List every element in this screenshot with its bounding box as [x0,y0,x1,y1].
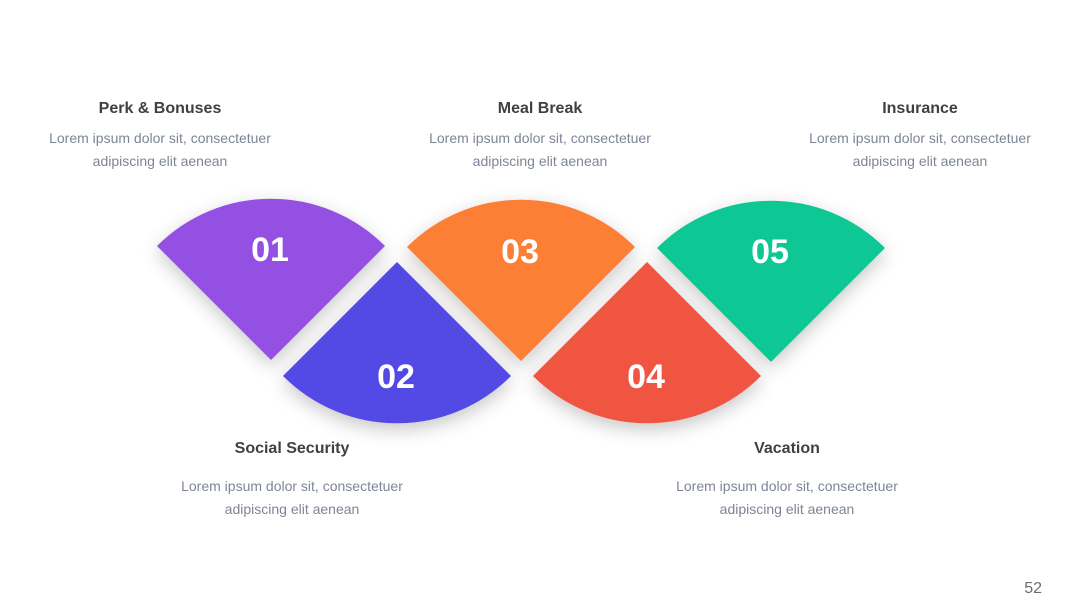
caption-description: Lorem ipsum dolor sit, consectetuer adip… [637,475,937,521]
caption-title: Insurance [882,100,958,117]
caption-description: Lorem ipsum dolor sit, consectetuer adip… [390,127,690,173]
caption-perk-bonuses: Perk & Bonuses Lorem ipsum dolor sit, co… [10,99,310,173]
page-number: 52 [1024,580,1042,597]
caption-description-line: Lorem ipsum dolor sit, consectetuer [49,130,271,146]
sector-01-number: 01 [251,231,289,269]
caption-description-line: Lorem ipsum dolor sit, consectetuer [429,130,651,146]
caption-description-line: Lorem ipsum dolor sit, consectetuer [809,130,1031,146]
caption-social-security: Social Security Lorem ipsum dolor sit, c… [142,439,442,521]
caption-description: Lorem ipsum dolor sit, consectetuer adip… [10,127,310,173]
caption-description-line: adipiscing elit aenean [719,501,855,517]
sector-04-number: 04 [627,358,665,396]
caption-description-line: Lorem ipsum dolor sit, consectetuer [181,478,403,494]
sector-01-shape [157,198,385,360]
sector-02: 02 [283,262,511,424]
sector-03-shape [407,199,635,361]
sector-01: 01 [157,198,385,360]
sector-04: 04 [533,262,761,424]
caption-description-line: adipiscing elit aenean [92,153,228,169]
sector-02-number: 02 [377,358,415,396]
caption-title: Social Security [234,440,350,457]
caption-description-line: adipiscing elit aenean [224,501,360,517]
caption-description: Lorem ipsum dolor sit, consectetuer adip… [770,127,1070,173]
sector-04-shape [533,262,761,424]
caption-title: Perk & Bonuses [98,100,222,117]
caption-vacation: Vacation Lorem ipsum dolor sit, consecte… [637,439,937,521]
sector-05-number: 05 [751,233,789,271]
caption-insurance: Insurance Lorem ipsum dolor sit, consect… [770,99,1070,173]
caption-description-line: Lorem ipsum dolor sit, consectetuer [676,478,898,494]
caption-meal-break: Meal Break Lorem ipsum dolor sit, consec… [390,99,690,173]
caption-description-line: adipiscing elit aenean [852,153,988,169]
caption-description: Lorem ipsum dolor sit, consectetuer adip… [142,475,442,521]
caption-description-line: adipiscing elit aenean [472,153,608,169]
sector-03-number: 03 [501,233,539,271]
caption-title: Vacation [754,440,820,457]
sector-02-shape [283,262,511,424]
sector-05-shape [657,200,885,362]
caption-title: Meal Break [497,100,583,117]
sector-05: 05 [657,200,885,362]
sector-03: 03 [407,199,635,361]
